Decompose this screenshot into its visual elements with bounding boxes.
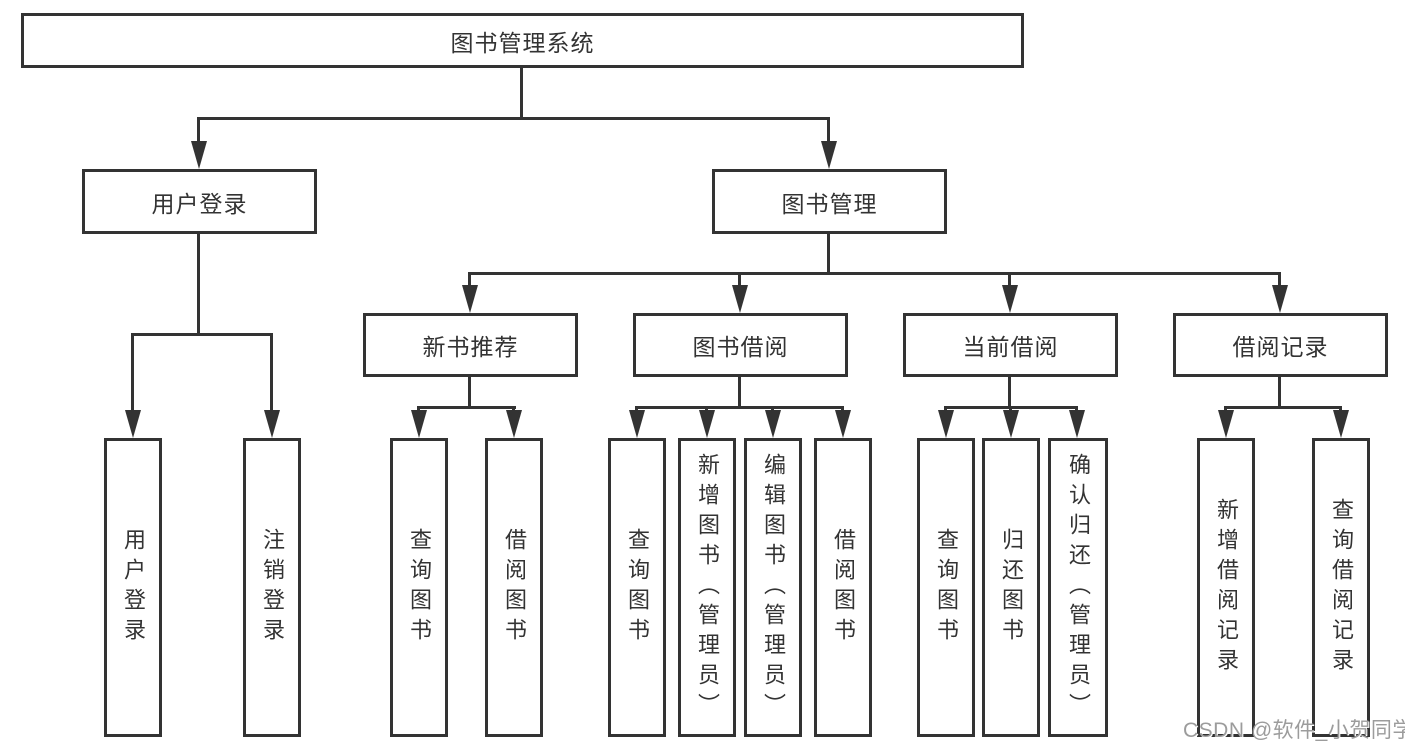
leaf-rec-query-record-label: 查询借阅记录 xyxy=(1329,497,1354,678)
node-user-login-label: 用户登录 xyxy=(151,190,248,217)
arrowhead-bb-query xyxy=(629,410,645,438)
connector-borrow-records-stub xyxy=(1278,377,1281,408)
node-new-books: 新书推荐 xyxy=(363,313,578,377)
connector-level2-rail xyxy=(197,117,830,120)
leaf-bb-edit-books: 编辑图书（管理员） xyxy=(744,438,802,737)
connector-new-books-rail xyxy=(417,406,516,409)
node-book-management-label: 图书管理 xyxy=(781,190,878,217)
arrowhead-rec-add xyxy=(1218,410,1234,438)
arrowhead-user-login xyxy=(191,141,207,169)
connector-borrow-records-rail xyxy=(1224,406,1342,409)
leaf-nb-borrow-books-label: 借阅图书 xyxy=(502,527,527,648)
arrowhead-bb-borrow xyxy=(835,410,851,438)
leaf-logout-label: 注销登录 xyxy=(260,527,285,648)
node-root-library-system: 图书管理系统 xyxy=(21,13,1024,68)
arrowhead-book-borrow xyxy=(732,285,748,313)
node-root-label: 图书管理系统 xyxy=(450,29,595,56)
arrowhead-nb-borrow xyxy=(506,410,522,438)
leaf-bb-borrow-books: 借阅图书 xyxy=(814,438,872,737)
connector-root-stub xyxy=(520,68,523,120)
connector-book-borrow-drop xyxy=(738,272,741,288)
connector-book-borrow-stub xyxy=(738,377,741,408)
node-book-management: 图书管理 xyxy=(712,169,947,234)
arrowhead-nb-query xyxy=(411,410,427,438)
connector-user-login-stub xyxy=(197,234,200,336)
arrowhead-cb-confirm xyxy=(1069,410,1085,438)
connector-current-borrow-stub xyxy=(1008,377,1011,408)
leaf-cb-confirm-return: 确认归还（管理员） xyxy=(1048,438,1108,737)
arrowhead-current-borrow xyxy=(1002,285,1018,313)
leaf-logout: 注销登录 xyxy=(243,438,301,737)
leaf-cb-query-books-label: 查询图书 xyxy=(934,527,959,648)
node-user-login: 用户登录 xyxy=(82,169,317,234)
connector-new-books-stub xyxy=(468,377,471,408)
node-borrow-records: 借阅记录 xyxy=(1173,313,1388,377)
node-current-borrow-label: 当前借阅 xyxy=(962,334,1059,360)
leaf-cb-return-books-label: 归还图书 xyxy=(999,527,1024,648)
connector-user-login-rail xyxy=(131,333,273,336)
node-new-books-label: 新书推荐 xyxy=(422,334,519,360)
node-borrow-records-label: 借阅记录 xyxy=(1232,334,1329,360)
connector-login-drop xyxy=(131,333,134,413)
node-current-borrow: 当前借阅 xyxy=(903,313,1118,377)
leaf-user-login-label: 用户登录 xyxy=(121,527,146,648)
leaf-cb-query-books: 查询图书 xyxy=(917,438,975,737)
connector-logout-drop xyxy=(270,333,273,413)
leaf-rec-add-record-label: 新增借阅记录 xyxy=(1214,497,1239,678)
connector-current-borrow-drop xyxy=(1008,272,1011,288)
leaf-user-login: 用户登录 xyxy=(104,438,162,737)
arrowhead-rec-query xyxy=(1333,410,1349,438)
leaf-bb-query-books: 查询图书 xyxy=(608,438,666,737)
leaf-rec-add-record: 新增借阅记录 xyxy=(1197,438,1255,737)
leaf-cb-return-books: 归还图书 xyxy=(982,438,1040,737)
arrowhead-cb-return xyxy=(1003,410,1019,438)
leaf-nb-borrow-books: 借阅图书 xyxy=(485,438,543,737)
leaf-bb-edit-books-label: 编辑图书（管理员） xyxy=(761,452,786,723)
connector-level3-rail xyxy=(468,272,1281,275)
arrowhead-book-mgmt xyxy=(821,141,837,169)
leaf-bb-add-books-label: 新增图书（管理员） xyxy=(695,452,720,723)
connector-book-borrow-rail xyxy=(635,406,844,409)
leaf-bb-borrow-books-label: 借阅图书 xyxy=(831,527,856,648)
leaf-nb-query-books-label: 查询图书 xyxy=(407,527,432,648)
node-book-borrow: 图书借阅 xyxy=(633,313,848,377)
connector-new-books-drop xyxy=(468,272,471,288)
leaf-nb-query-books: 查询图书 xyxy=(390,438,448,737)
leaf-bb-query-books-label: 查询图书 xyxy=(625,527,650,648)
arrowhead-bb-edit xyxy=(765,410,781,438)
leaf-cb-confirm-return-label: 确认归还（管理员） xyxy=(1066,452,1091,723)
node-book-borrow-label: 图书借阅 xyxy=(692,334,789,360)
connector-book-mgmt-drop xyxy=(827,117,830,145)
arrowhead-login xyxy=(125,410,141,438)
connector-user-login-drop xyxy=(197,117,200,145)
arrowhead-bb-add xyxy=(699,410,715,438)
csdn-watermark: CSDN @软件_小贺同学 xyxy=(1183,719,1405,742)
connector-book-mgmt-stub xyxy=(827,234,830,275)
arrowhead-borrow-records xyxy=(1272,285,1288,313)
leaf-rec-query-record: 查询借阅记录 xyxy=(1312,438,1370,737)
arrowhead-logout xyxy=(264,410,280,438)
arrowhead-cb-query xyxy=(938,410,954,438)
connector-borrow-records-drop xyxy=(1278,272,1281,288)
leaf-bb-add-books: 新增图书（管理员） xyxy=(678,438,736,737)
arrowhead-new-books xyxy=(462,285,478,313)
